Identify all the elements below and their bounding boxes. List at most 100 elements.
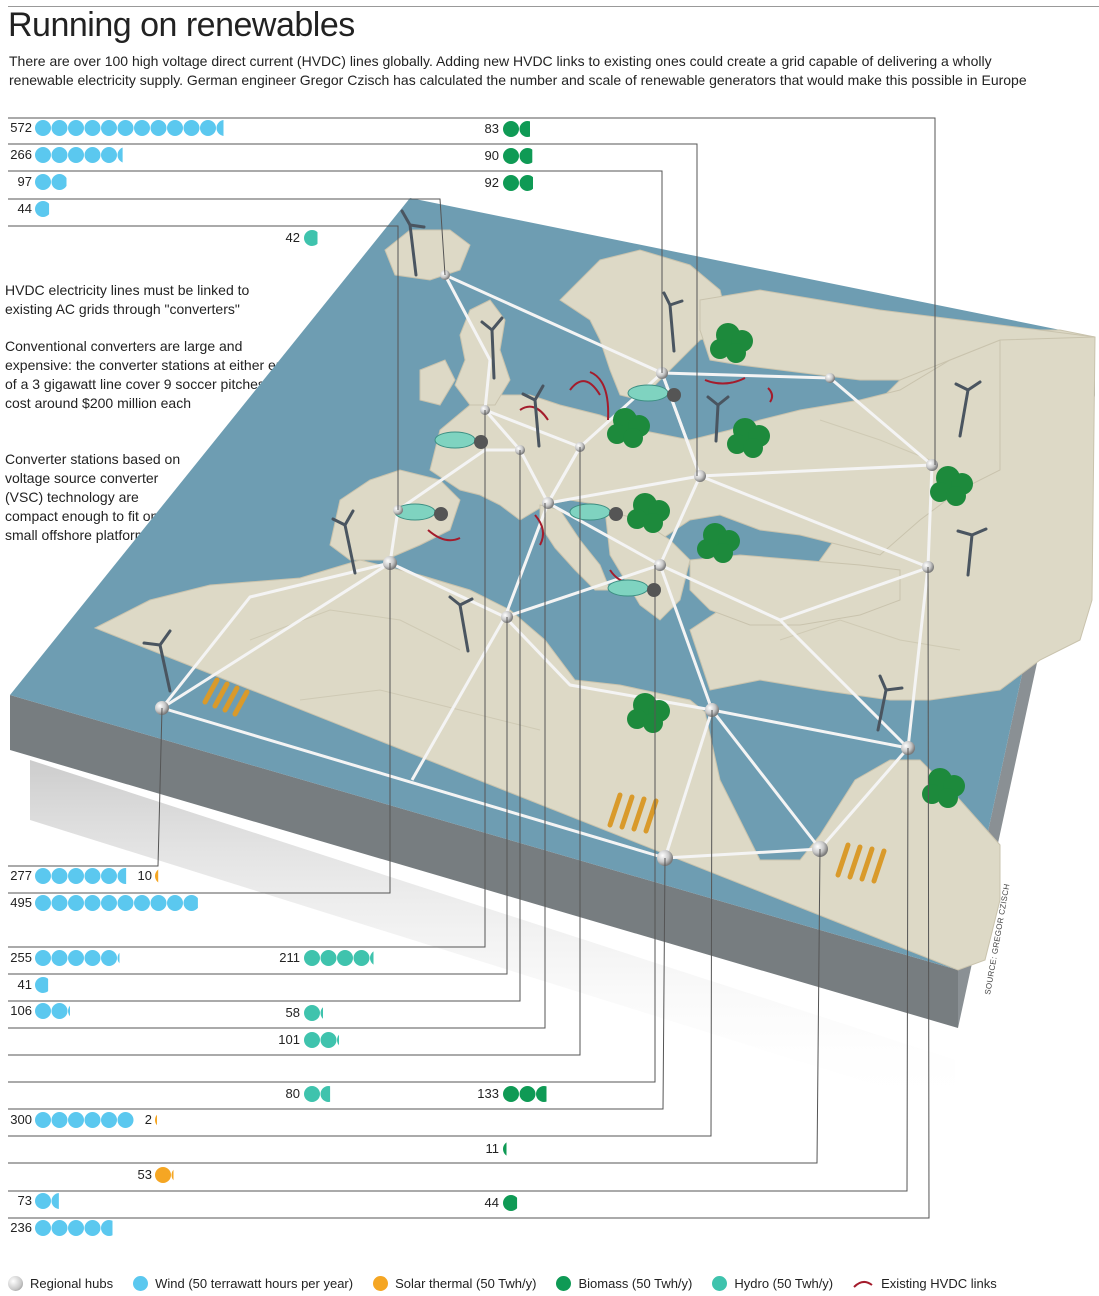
wind-unit-dot [101, 147, 117, 163]
wind-unit-dot [84, 1112, 101, 1128]
wind-unit-dot [68, 1112, 84, 1128]
top-value-labels: 572 266 97 44 42 83 90 92 [10, 120, 499, 245]
legend-label: Hydro (50 Twh/y) [734, 1276, 834, 1291]
hydro-partial-unit-dot [370, 951, 374, 965]
page-title: Running on renewables [8, 6, 355, 44]
wind-unit-dot [167, 895, 183, 911]
value-label: 97 [18, 174, 32, 189]
wind-unit-dot [134, 120, 150, 136]
biomass-partial-unit-dot [536, 1086, 547, 1102]
note-vsc-technology: Converter stations based on voltage sour… [5, 451, 181, 543]
wind-swatch-icon [133, 1276, 149, 1291]
wind-unit-dot [117, 895, 134, 911]
hydro-swatch-icon [712, 1276, 728, 1291]
legend-label: Regional hubs [30, 1276, 114, 1291]
legend-item-hvdc: Existing HVDC links [853, 1276, 997, 1291]
hydro-partial-unit-dot [320, 1007, 324, 1019]
value-label: 11 [486, 1141, 500, 1156]
wind-unit-dot [35, 147, 51, 163]
wind-unit-dot [35, 120, 51, 136]
legend-item-solar: Solar thermal (50 Twh/y) [373, 1276, 536, 1291]
wind-unit-dot [84, 895, 101, 911]
wind-unit-dot [51, 950, 68, 966]
hydro-unit-dot [304, 1086, 320, 1102]
wind-partial-unit-dot [117, 147, 123, 163]
wind-unit-dot [150, 895, 167, 911]
wind-unit-dot [134, 895, 150, 911]
value-label: 277 [10, 868, 32, 883]
wind-unit-dot [101, 1112, 117, 1128]
wind-turbine-icons [142, 209, 988, 732]
wind-unit-dot [200, 120, 216, 136]
wind-unit-dot [167, 120, 183, 136]
biomass-unit-dot [503, 175, 519, 191]
leader-lines [8, 117, 936, 1219]
value-label: 10 [138, 868, 152, 883]
sea-surface [10, 198, 1095, 970]
hydro-unit-dot [320, 950, 337, 966]
wind-unit-dot [84, 868, 101, 884]
block-shadow [30, 760, 955, 1110]
wind-partial-unit-dot [216, 120, 224, 136]
hub-swatch-icon [8, 1276, 23, 1291]
wind-partial-unit-dot [68, 1005, 70, 1017]
wind-unit-dot [183, 120, 200, 136]
value-label: 73 [18, 1193, 32, 1208]
wind-unit-dot [35, 1112, 51, 1128]
biomass-partial-unit-dot [519, 121, 531, 137]
wind-unit-dot [68, 895, 84, 911]
wind-unit-dot [68, 120, 84, 136]
top-rule [8, 6, 1099, 7]
wind-unit-dot [101, 120, 117, 136]
legend-item-hydro: Hydro (50 Twh/y) [712, 1276, 833, 1291]
solar-partial-unit-dot [155, 869, 159, 883]
biomass-unit-dot [503, 121, 519, 137]
converter-platforms [394, 384, 681, 597]
wind-unit-dot [84, 147, 101, 163]
wind-unit-dot [101, 868, 117, 884]
value-label: 266 [10, 147, 32, 162]
unit-dot-rows [35, 120, 547, 1236]
legend-label: Biomass (50 Twh/y) [578, 1276, 693, 1291]
value-label: 572 [10, 120, 32, 135]
wind-partial-unit-dot [117, 868, 127, 884]
wind-unit-dot [51, 1220, 68, 1236]
wind-unit-dot [51, 895, 68, 911]
hydro-partial-unit-dot [337, 1034, 339, 1046]
wind-unit-dot [101, 895, 117, 911]
wind-unit-dot [150, 120, 167, 136]
wind-partial-unit-dot [35, 977, 49, 993]
forest-icons [607, 323, 973, 808]
wind-partial-unit-dot [101, 1220, 113, 1236]
legend-item-hubs: Regional hubs [8, 1276, 113, 1291]
wind-unit-dot [84, 1220, 101, 1236]
wind-unit-dot [51, 1003, 68, 1019]
note-conventional-converters: Conventional converters are large and ex… [5, 338, 293, 411]
wind-unit-dot [68, 1220, 84, 1236]
legend-item-biomass: Biomass (50 Twh/y) [556, 1276, 692, 1291]
biomass-swatch-icon [556, 1276, 572, 1291]
biomass-partial-unit-dot [503, 1195, 518, 1211]
solar-field-icons [202, 677, 887, 884]
solar-partial-unit-dot [155, 1114, 157, 1126]
wind-unit-dot [101, 950, 117, 966]
value-label: 2 [145, 1112, 152, 1127]
value-label: 90 [485, 148, 499, 163]
value-label: 106 [10, 1003, 32, 1018]
biomass-unit-dot [503, 1086, 519, 1102]
legend-item-wind: Wind (50 terrawatt hours per year) [133, 1276, 353, 1291]
wind-unit-dot [68, 868, 84, 884]
value-label: 236 [10, 1220, 32, 1235]
value-label: 53 [138, 1167, 152, 1182]
hydro-unit-dot [320, 1032, 337, 1048]
value-label: 255 [10, 950, 32, 965]
biomass-partial-unit-dot [503, 1142, 507, 1156]
wind-unit-dot [35, 1220, 51, 1236]
value-label: 80 [286, 1086, 300, 1101]
wind-unit-dot [68, 147, 84, 163]
hydro-unit-dot [337, 950, 353, 966]
value-label: 133 [477, 1086, 499, 1101]
wind-partial-unit-dot [35, 201, 50, 217]
wind-partial-unit-dot [117, 952, 120, 964]
